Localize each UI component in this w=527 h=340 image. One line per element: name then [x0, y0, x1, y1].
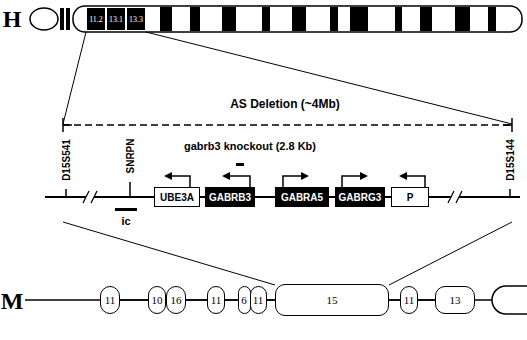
band-name: 13.1	[109, 15, 123, 24]
region-label: ic	[121, 215, 130, 227]
species-label: M	[1, 288, 24, 315]
gene-box: GABRA5	[275, 187, 329, 207]
chromosome-band: 11.2	[86, 7, 106, 31]
connector-line	[225, 300, 238, 301]
gene-name: GABRB3	[209, 192, 251, 203]
mouse-segment: 16	[166, 286, 186, 314]
segment-number: 11	[253, 294, 264, 306]
segment-number: 10	[152, 294, 163, 306]
mouse-segment: 11	[100, 286, 120, 314]
chromosome-band: 13.1	[106, 7, 126, 31]
segment-number: 13	[450, 294, 461, 306]
gene-box: P	[391, 187, 429, 207]
connector-line	[255, 197, 275, 198]
marker-label: D15S144	[505, 139, 516, 181]
knockout-label: gabrb3 knockout (2.8 Kb)	[184, 140, 316, 152]
segment-number: 15	[327, 294, 338, 306]
band-name: 13.3	[129, 15, 143, 24]
gene-name: GABRG3	[339, 192, 382, 203]
species-label: H	[3, 6, 22, 33]
mouse-segment: 6	[238, 286, 251, 314]
mouse-segment: 10	[148, 286, 166, 314]
chromosome-band: 13.3	[126, 7, 146, 31]
connector-line	[267, 300, 276, 301]
marker-label: SNRPN	[125, 138, 136, 173]
gene-box: GABRB3	[205, 187, 255, 207]
gene-box: GABRG3	[335, 187, 385, 207]
mouse-segment: 11	[400, 286, 418, 314]
segment-number: 11	[404, 294, 415, 306]
mouse-segment: 11	[207, 286, 225, 314]
segment-number: 16	[171, 294, 182, 306]
segment-number: 11	[105, 294, 116, 306]
connector-line	[418, 300, 435, 301]
segment-number: 6	[241, 294, 247, 306]
band-name: 11.2	[89, 15, 103, 24]
connector-line	[389, 300, 400, 301]
gene-name: P	[407, 192, 414, 203]
mouse-segment: 13	[435, 286, 475, 314]
connector-line	[120, 300, 148, 301]
deletion-label: AS Deletion (~4Mb)	[230, 97, 340, 111]
marker-label: D15S541	[61, 139, 72, 181]
gene-box: UBE3A	[154, 187, 200, 207]
segment-number: 11	[211, 294, 222, 306]
gene-name: UBE3A	[160, 192, 194, 203]
connector-line	[186, 300, 207, 301]
gene-name: GABRA5	[281, 192, 323, 203]
mouse-segment: 11	[250, 286, 267, 314]
mouse-segment: 15	[275, 284, 389, 316]
